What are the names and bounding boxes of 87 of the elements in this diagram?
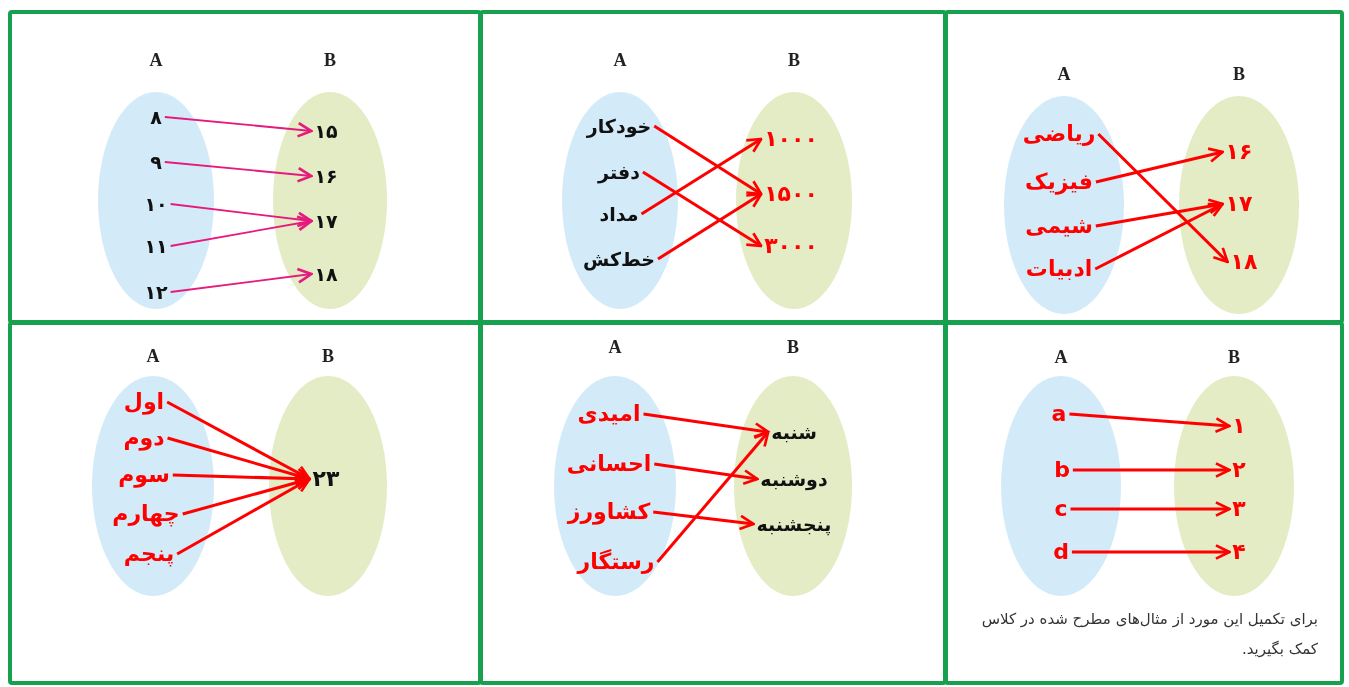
element-label: c <box>1054 496 1068 522</box>
element-label: ۱۶ <box>314 163 338 189</box>
arrow <box>640 137 763 216</box>
element-label: ۱۷ <box>1225 191 1253 217</box>
arrow <box>653 124 763 196</box>
element-label: ریاضی <box>1022 121 1096 147</box>
arrow <box>656 430 770 563</box>
element-label: دوشنبه <box>760 466 828 492</box>
element-label: پنجم <box>123 541 175 567</box>
arrow <box>1097 132 1229 264</box>
set-label: B <box>324 50 336 70</box>
element-label: d <box>1053 539 1069 565</box>
bordered-panel <box>479 321 947 685</box>
arrow <box>1095 198 1224 228</box>
set-label: B <box>787 337 799 357</box>
set-label: B <box>322 346 334 366</box>
set-label: B <box>1228 347 1240 367</box>
arrow <box>1095 147 1224 184</box>
set-label: A <box>1057 64 1071 84</box>
arrow <box>169 215 313 247</box>
arrow <box>657 192 763 261</box>
element-label: b <box>1054 457 1070 483</box>
element-label: مداد <box>599 201 639 227</box>
arrow <box>1094 202 1224 271</box>
set-label: A <box>1054 347 1068 367</box>
element-label: ۲ <box>1232 457 1246 483</box>
element-label: خط‌کش <box>583 246 655 272</box>
element-label: کشاورز <box>567 499 651 525</box>
arrow <box>643 412 770 439</box>
element-label: ۱۶ <box>1225 139 1253 165</box>
element-label: ۳ <box>1232 496 1246 522</box>
element-label: رستگار <box>577 549 655 575</box>
set-label: A <box>608 337 622 357</box>
element-label: ۲۳ <box>312 466 340 492</box>
element-label: ادبیات <box>1025 256 1093 282</box>
element-label: ۱۸ <box>314 261 338 287</box>
element-label: ۹ <box>150 149 162 175</box>
element-label: ۱۰۰۰ <box>764 126 818 152</box>
element-label: ۱ <box>1232 413 1246 439</box>
arrow <box>163 116 313 138</box>
bordered-panel <box>8 10 482 324</box>
element-label: ۱۱ <box>144 233 168 259</box>
element-label: ۳۰۰۰ <box>764 233 818 259</box>
arrow <box>1072 462 1231 478</box>
note-text: برای تکمیل این مورد از مثال‌های مطرح شده در کلاس کمک بگیرید. <box>980 609 1318 660</box>
element-label: دفتر <box>598 159 640 185</box>
arrow <box>163 161 313 183</box>
element-label: شیمی <box>1025 213 1093 239</box>
element-label: احسانی <box>566 451 652 477</box>
arrow <box>1071 544 1231 560</box>
element-label: ۴ <box>1232 539 1246 565</box>
bordered-panel <box>944 10 1344 324</box>
element-label: ۱۷ <box>314 208 338 234</box>
element-label: ۸ <box>150 104 162 130</box>
element-label: خودکار <box>586 113 652 139</box>
element-label: سوم <box>118 462 170 488</box>
element-label: دوم <box>123 425 165 451</box>
bordered-panel <box>944 321 1344 685</box>
arrow <box>176 477 311 556</box>
element-label: فیزیک <box>1025 169 1093 195</box>
arrow <box>172 470 311 487</box>
arrow <box>169 267 313 293</box>
set-label: A <box>613 50 627 70</box>
set-label: B <box>788 50 800 70</box>
element-label: اول <box>123 389 165 415</box>
arrow <box>653 510 755 531</box>
element-label: پنجشنبه <box>756 511 832 537</box>
set-label: B <box>1233 64 1245 84</box>
element-label: ۱۵ <box>314 118 338 144</box>
bordered-panel <box>479 10 947 324</box>
arrow <box>182 474 311 516</box>
arrow <box>654 462 759 485</box>
arrow <box>642 170 763 248</box>
element-label: امیدی <box>577 401 641 427</box>
arrow <box>1069 412 1231 433</box>
arrow <box>169 203 313 228</box>
element-label: شنبه <box>771 419 817 445</box>
element-label: ۱۵۰۰ <box>764 181 818 207</box>
set-label: A <box>146 346 160 366</box>
element-label: چهارم <box>112 501 180 527</box>
set-label: A <box>149 50 163 70</box>
element-label: ۱۲ <box>144 279 168 305</box>
element-label: ۱۰ <box>144 191 168 217</box>
arrow <box>1070 501 1231 517</box>
bordered-panel <box>8 321 482 685</box>
element-label: ۱۸ <box>1230 249 1258 275</box>
element-label: a <box>1051 401 1067 427</box>
